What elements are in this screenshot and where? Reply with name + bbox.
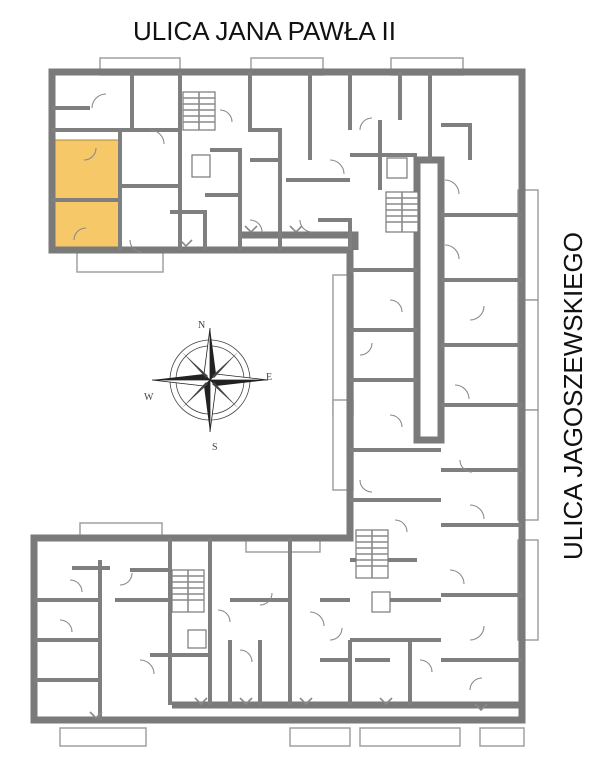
staircase-north bbox=[182, 91, 216, 131]
compass-north-label: N bbox=[198, 320, 205, 331]
street-label-east: ULICA JAGOSZEWSKIEGO bbox=[558, 232, 588, 560]
balconies bbox=[59, 57, 539, 747]
staircase-southwest bbox=[171, 569, 205, 613]
windows bbox=[89, 225, 488, 720]
highlighted-apartment[interactable] bbox=[53, 139, 121, 251]
compass-rose: N E S W bbox=[144, 320, 272, 453]
elevator-southwest bbox=[187, 629, 207, 649]
interior-walls bbox=[34, 72, 522, 720]
staircase-east bbox=[385, 191, 419, 233]
compass-east-label: E bbox=[266, 372, 272, 383]
compass-south-label: S bbox=[212, 442, 218, 453]
street-label-north: ULICA JANA PAWŁA II bbox=[133, 16, 396, 46]
staircase-southeast bbox=[355, 529, 389, 579]
elevator-southeast bbox=[371, 591, 391, 613]
staircases bbox=[171, 91, 419, 649]
elevator-east bbox=[386, 157, 408, 179]
elevator-north bbox=[191, 154, 211, 178]
doors bbox=[59, 93, 485, 691]
compass-west-label: W bbox=[144, 392, 154, 403]
